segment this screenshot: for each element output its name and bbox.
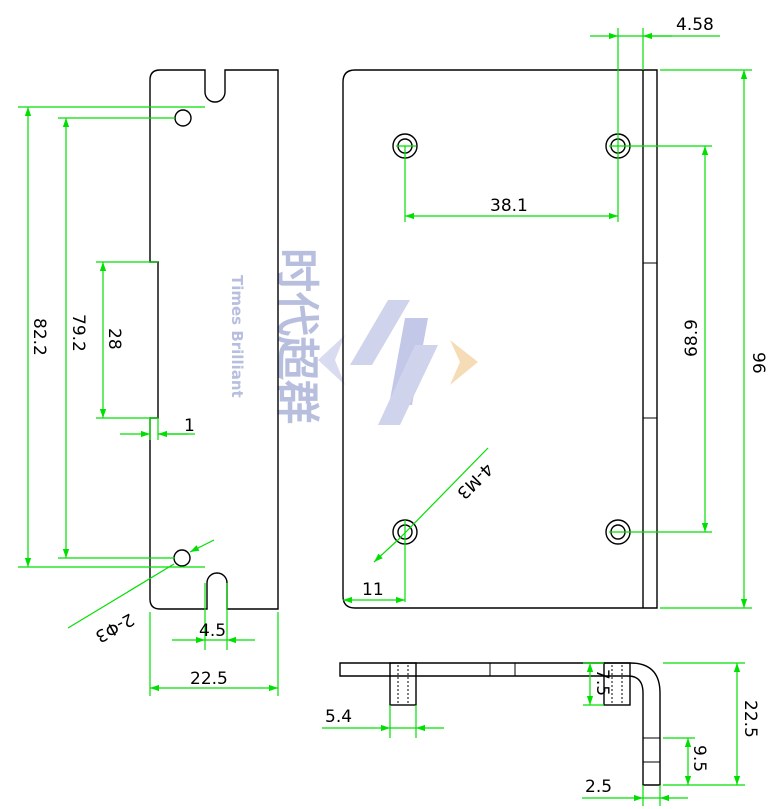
front-view-outline [342, 69, 658, 609]
dim-edge-offset: 11 [362, 580, 384, 600]
dim-standoff: 7.5 [592, 669, 612, 696]
bottom-view: 5.4 7.5 22.5 9.5 2.5 [322, 662, 760, 806]
dim-slot-width: 4.5 [199, 621, 226, 641]
dim-hole-spacing-x: 38.1 [490, 196, 528, 216]
dim-hole-spacing-y: 68.9 [682, 319, 702, 357]
watermark-company-en: Times Brilliant [228, 275, 246, 398]
dim-thread-callout: 4-M3 [452, 458, 496, 502]
dim-height-total: 82.2 [29, 318, 49, 356]
thread-hole-icon [392, 133, 418, 222]
standoff-left [389, 662, 417, 706]
dim-height: 96 [748, 352, 768, 374]
dim-notch-height: 28 [104, 328, 124, 350]
watermark: 时代超群 Times Brilliant [228, 248, 478, 425]
front-view: 4.58 38.1 68.9 96 4-M3 11 [342, 15, 768, 609]
side-view-hole-bottom [173, 549, 191, 567]
thread-hole-icon [605, 519, 712, 545]
thread-hole-icon [605, 133, 712, 159]
dim-hole-callout: 2-Φ3 [92, 609, 138, 646]
standoff-right [603, 662, 631, 706]
side-view-outline [149, 69, 279, 610]
dim-width: 22.5 [190, 669, 228, 689]
dim-hole-offset-top: 4.58 [676, 15, 714, 35]
dim-bottom-height: 22.5 [740, 700, 760, 738]
watermark-logo-icon [318, 300, 478, 425]
dim-height-holes: 79.2 [68, 314, 88, 352]
side-view-hole-top [174, 109, 192, 127]
dim-flange-width: 5.4 [325, 707, 352, 727]
watermark-company-cn: 时代超群 [271, 248, 322, 424]
dim-inner-height: 9.5 [689, 745, 709, 772]
dim-thickness: 2.5 [585, 777, 612, 797]
side-view: 82.2 79.2 28 1 2-Φ3 4.5 22.5 [18, 69, 279, 696]
dim-notch-depth: 1 [184, 416, 195, 436]
